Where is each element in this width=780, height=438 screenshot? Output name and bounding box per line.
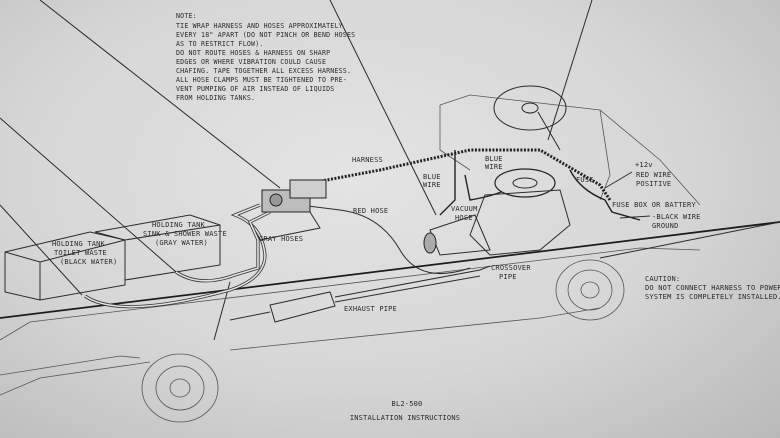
notes-block: NOTE: TIE WRAP HARNESS AND HOSES APPROXI… [176,12,355,102]
label-black-wire: -BLACK WIRE [652,213,701,221]
label-crossover-pipe: PIPE [499,273,517,281]
footer-title: INSTALLATION INSTRUCTIONS [350,414,460,422]
label-blue-wire-left: BLUE [423,173,441,181]
label-gray-hoses: GRAY HOSES [259,235,303,243]
label-tank-black: TOILET WASTE [54,249,107,257]
note-line: TIE WRAP HARNESS AND HOSES APPROXIMATELY [176,22,343,30]
note-line: EVERY 18" APART (DO NOT PINCH OR BEND HO… [176,31,355,39]
label-red-wire: RED WIRE [636,171,671,179]
footer-model: BL2-500 [392,400,423,408]
label-vacuum-hose: VACUUM [451,205,478,213]
ground-wire [569,169,641,221]
pointer-lines [0,0,593,341]
notes-heading: NOTE: [176,12,197,20]
fuel-line [599,221,780,259]
label-red-hose: RED HOSE [353,207,388,215]
label-exhaust-pipe: EXHAUST PIPE [344,305,397,313]
label-crossover-pipe: CROSSOVER [491,264,531,272]
black-wire-arrow [619,215,651,219]
rear-wheel [141,353,219,423]
note-line: ALL HOSE CLAMPS MUST BE TIGHTENED TO PRE… [176,76,347,84]
caution-block: CAUTION: DO NOT CONNECT HARNESS TO POWER… [645,275,780,301]
pump-assembly [261,179,327,213]
label-tank-black: (BLACK WATER) [60,258,117,266]
label-tank-gray: HOLDING TANK [152,221,206,229]
caution-line: SYSTEM IS COMPLETELY INSTALLED. [645,293,780,301]
exhaust-pipe [229,265,491,323]
note-line: FROM HOLDING TANKS. [176,94,255,102]
steering-wheel [493,85,567,151]
label-tank-black: HOLDING TANK [52,240,106,248]
caution-heading: CAUTION: [645,275,680,283]
hoses [84,203,471,309]
tank-gray-water [94,214,221,281]
red-wire-arrow [604,171,633,189]
note-line: CHAFING. TAPE TOGETHER ALL EXCESS HARNES… [176,67,351,75]
label-fuse: FUSE [576,176,594,184]
label-vacuum-hose: HOSE [455,214,473,222]
label-black-wire: GROUND [652,222,679,230]
front-wheel [555,259,625,321]
label-tank-gray: (GRAY WATER) [155,239,208,247]
note-line: VENT PUMPING OF AIR INSTEAD OF LIQUIDS [176,85,334,93]
label-blue-wire-right: WIRE [485,163,503,171]
note-line: EDGES OR WHERE VIBRATION COULD CAUSE [176,58,326,66]
tank-black-water [4,231,126,301]
caution-line: DO NOT CONNECT HARNESS TO POWER UNTIL [645,284,780,292]
blue-wire [439,150,456,216]
label-tank-gray: SINK & SHOWER WASTE [143,230,227,238]
label-fuse-box: FUSE BOX OR BATTERY [612,201,696,209]
label-12v: +12v [635,161,653,169]
floor-line [0,221,780,319]
engine [423,168,571,256]
label-blue-wire-right: BLUE [485,155,503,163]
harness-cable [299,148,612,201]
label-blue-wire-left: WIRE [423,181,441,189]
label-red-wire: POSITIVE [636,180,671,188]
note-line: AS TO RESTRICT FLOW). [176,40,264,48]
label-harness: HARNESS [352,156,383,164]
note-line: DO NOT ROUTE HOSES & HARNESS ON SHARP [176,49,330,57]
